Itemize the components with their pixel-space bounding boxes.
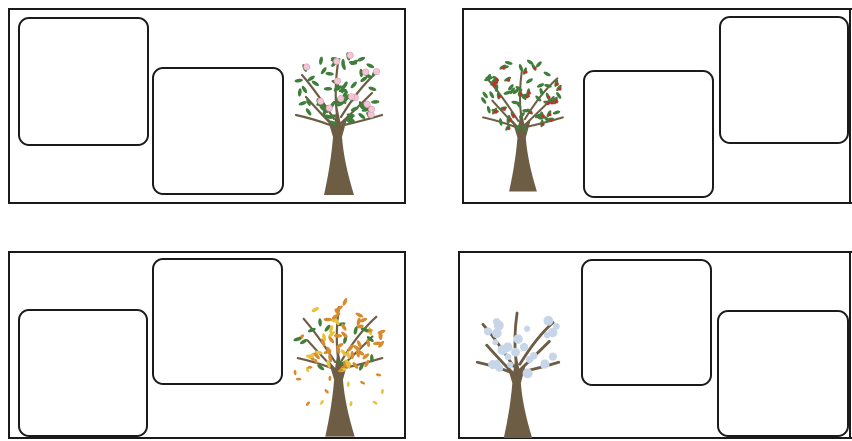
answer-box-2[interactable] <box>152 67 284 195</box>
answer-box-1[interactable] <box>18 309 148 437</box>
panel-top-border <box>8 251 406 253</box>
panel-top-border <box>462 8 852 10</box>
panel-top-border <box>8 8 406 10</box>
panel-bottom-border <box>8 437 406 439</box>
panel-left-border <box>8 251 10 439</box>
panel-right-border <box>849 251 851 439</box>
panel-right-border <box>849 8 851 204</box>
answer-box-1[interactable] <box>581 259 712 386</box>
panel-left-border <box>458 251 460 439</box>
answer-box-2[interactable] <box>152 258 283 385</box>
panel-bottom-border <box>8 202 406 204</box>
answer-box-2[interactable] <box>719 16 849 144</box>
fruit-tree-icon <box>481 59 564 192</box>
answer-box-1[interactable] <box>583 70 714 198</box>
panel-left-border <box>462 8 464 204</box>
panel-right-border <box>404 251 406 439</box>
answer-box-2[interactable] <box>717 310 849 437</box>
panel-right-border <box>404 8 406 204</box>
panel-bottom-border <box>458 437 852 439</box>
snowy-tree-icon <box>475 311 561 438</box>
blossom-tree-icon <box>294 51 384 195</box>
panel-left-border <box>8 8 10 204</box>
autumn-tree-icon <box>293 298 386 437</box>
answer-box-1[interactable] <box>18 17 149 146</box>
panel-bottom-border <box>462 202 852 204</box>
panel-top-border <box>458 251 852 253</box>
